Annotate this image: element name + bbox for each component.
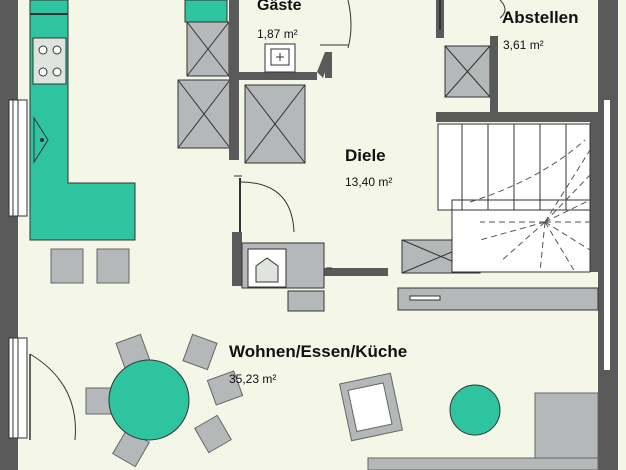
small-arrow-marks xyxy=(234,175,332,269)
side-table xyxy=(449,384,501,436)
room-area-abstellen: 3,61 m² xyxy=(503,38,544,52)
armchair xyxy=(338,372,404,442)
room-name-diele: Diele xyxy=(345,146,386,165)
technical-unit xyxy=(241,242,325,312)
stove-icon xyxy=(32,37,67,85)
stair-treads xyxy=(438,124,590,211)
dining-table xyxy=(108,359,190,441)
sofa xyxy=(367,392,599,470)
cabinet-crosses xyxy=(177,21,491,274)
stair-sideboard xyxy=(397,287,599,311)
room-area-diele: 13,40 m² xyxy=(345,175,393,189)
room-area-wohnen: 35,23 m² xyxy=(229,372,277,386)
bar-stools xyxy=(50,248,130,284)
doors xyxy=(29,0,506,441)
stair-winders xyxy=(469,139,591,273)
left-window-mullions xyxy=(12,100,19,438)
right-window xyxy=(604,100,610,370)
gaeste-wall-diagonal xyxy=(317,52,332,78)
counter-edge xyxy=(30,13,68,15)
room-name-abstellen: Abstellen xyxy=(502,8,579,27)
room-area-gaeste: 1,87 m² xyxy=(257,27,298,41)
room-name-gaeste: Gäste xyxy=(257,0,302,14)
toilet-cross xyxy=(276,53,284,61)
sink-icon xyxy=(33,116,49,164)
sideboard-handle xyxy=(409,295,441,301)
room-name-wohnen: Wohnen/Essen/Küche xyxy=(229,342,408,361)
